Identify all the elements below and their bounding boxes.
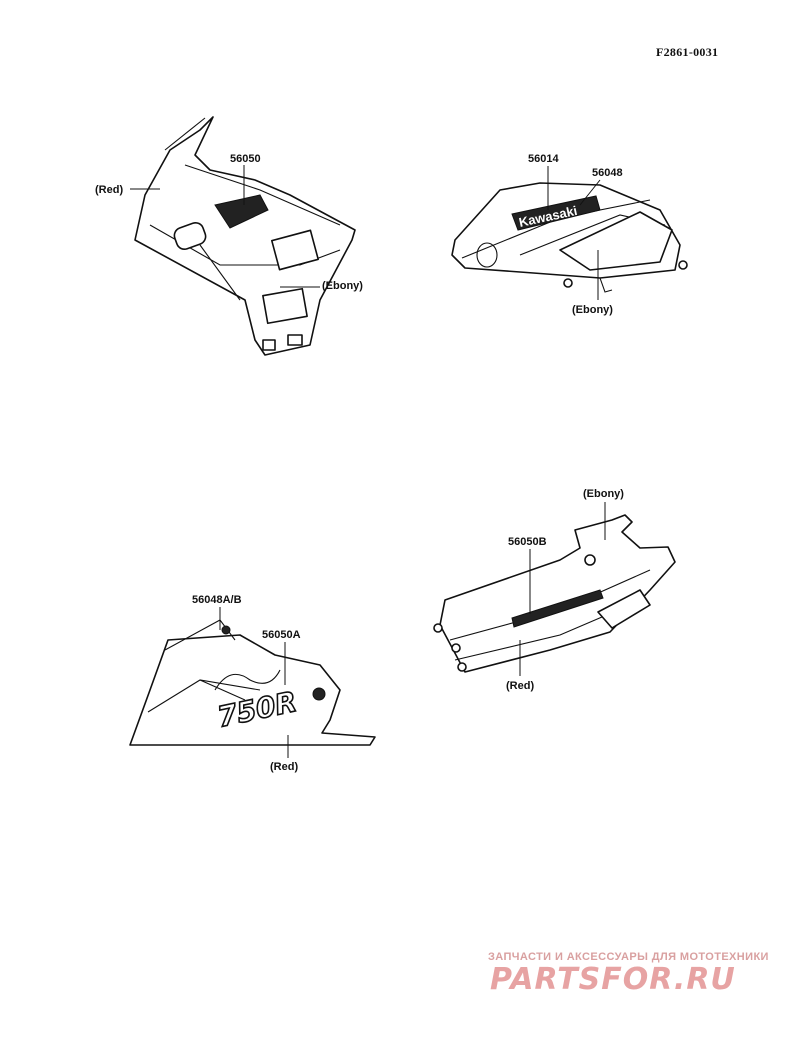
watermark-logo: PARTSFOR.RU: [490, 962, 736, 997]
label-56050: 56050: [230, 153, 261, 165]
upper-fairing-part: [134, 116, 356, 356]
label-56014: 56014: [528, 153, 559, 165]
label-56050a: 56050A: [262, 629, 301, 641]
lower-fairing-part: 750R: [129, 619, 376, 746]
label-56048: 56048: [592, 167, 623, 179]
fuel-tank-part: Kawasaki: [451, 182, 688, 293]
watermark-tagline: ЗАПЧАСТИ И АКСЕССУАРЫ ДЛЯ МОТОТЕХНИКИ: [488, 951, 769, 963]
label-red-top-left: (Red): [95, 184, 123, 196]
label-56048ab: 56048A/B: [192, 594, 242, 606]
label-ebony-bottom-right: (Ebony): [583, 488, 624, 500]
figure-code: F2861-0031: [656, 45, 719, 59]
label-ebony-top-right: (Ebony): [572, 304, 613, 316]
label-red-bottom-right: (Red): [506, 680, 534, 692]
label-56050b: 56050B: [508, 536, 547, 548]
label-ebony-top-left: (Ebony): [322, 280, 363, 292]
side-fairing-part: [433, 514, 676, 673]
label-red-bottom-left: (Red): [270, 761, 298, 773]
